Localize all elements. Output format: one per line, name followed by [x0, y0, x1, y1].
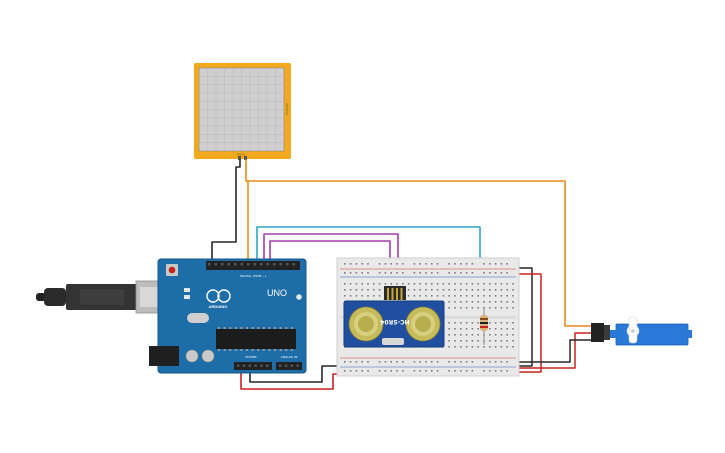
servo-horn-icon[interactable] — [626, 316, 640, 344]
wire-orange-signal[interactable] — [245, 159, 594, 327]
resistor-icon[interactable] — [480, 308, 488, 345]
arduino-model: UNO — [267, 288, 287, 298]
ultrasonic-sensor[interactable]: HC-SR04 — [343, 286, 445, 348]
arduino-brand: ARDUINO — [209, 304, 228, 309]
voltage-plotter[interactable]: Voltage Base — [194, 63, 291, 160]
digital-label: DIGITAL (PWM ~) — [240, 274, 266, 278]
plotter-pin-neg[interactable] — [238, 156, 241, 160]
digital-pins[interactable] — [208, 263, 295, 266]
sensor-label: HC-SR04 — [380, 318, 409, 325]
atmega-chip-icon — [216, 327, 296, 351]
analog-header[interactable] — [276, 362, 302, 370]
wire-black-rail-right[interactable] — [512, 267, 533, 367]
arduino-logo — [206, 289, 231, 303]
servo-motor[interactable] — [591, 316, 692, 346]
plotter-side-label: Voltage — [285, 103, 289, 115]
power-label: POWER — [245, 355, 256, 359]
plotter-bottom-label: Base — [237, 153, 245, 157]
plotter-grid — [199, 68, 284, 151]
wire-red-servo[interactable] — [512, 332, 594, 369]
transducer-icon — [348, 306, 384, 342]
plotter-pin-pos[interactable] — [244, 156, 247, 160]
power-header[interactable] — [234, 362, 272, 370]
analog-label: ANALOG IN — [281, 355, 298, 359]
wire-black-servo[interactable] — [512, 339, 594, 363]
barrel-jack-icon[interactable] — [149, 346, 179, 366]
crystal-oscillator — [187, 313, 209, 323]
wire-black-gnd[interactable] — [249, 365, 346, 383]
transducer-icon — [405, 306, 441, 342]
arduino-uno-board[interactable]: DIGITAL (PWM ~) ARDUINO UNO POWER ANALOG — [149, 258, 307, 374]
digital-header[interactable] — [206, 261, 300, 270]
reset-button-icon[interactable] — [168, 266, 176, 274]
usb-cable-icon[interactable] — [36, 280, 169, 314]
wire-red-rail-right[interactable] — [512, 273, 542, 373]
wire-black-plotter-gnd[interactable] — [211, 159, 241, 263]
